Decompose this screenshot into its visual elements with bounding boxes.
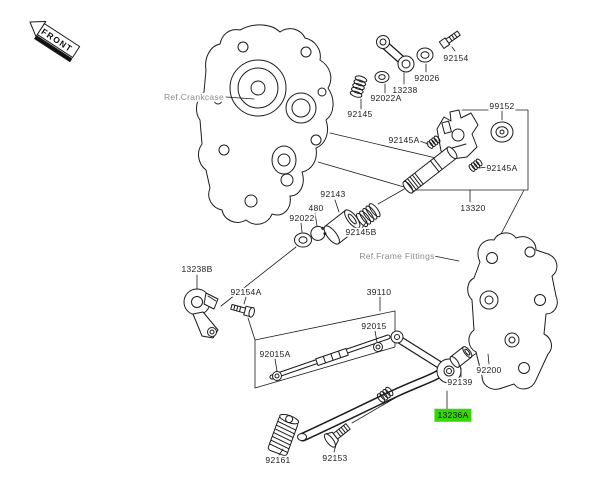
part-label-92022: 92022: [288, 212, 316, 223]
part-label-92145a: 92145A: [485, 162, 519, 173]
part-label-92154: 92154: [442, 52, 470, 63]
part-label-92161: 92161: [264, 454, 292, 465]
part-label-13236a: 13236A: [434, 408, 472, 422]
part-label-92143: 92143: [319, 188, 347, 199]
washer-92022a-drawing: [374, 71, 390, 83]
bolt-92153-drawing: [323, 423, 351, 448]
spacer-92026-drawing: [416, 47, 434, 63]
part-label-92139: 92139: [446, 376, 474, 387]
part-label-92015: 92015: [360, 320, 388, 331]
position-arm-13238-drawing: [376, 35, 415, 73]
part-label-39110: 39110: [365, 286, 393, 297]
ref-label-crankcase: Ref.Crankcase: [162, 91, 226, 102]
part-label-92022a: 92022A: [369, 92, 403, 103]
part-label-92153: 92153: [321, 452, 349, 463]
part-label-92145a: 92145A: [387, 134, 421, 145]
part-label-13238: 13238: [391, 84, 419, 95]
part-label-92145b: 92145B: [344, 226, 378, 237]
part-label-92145: 92145: [346, 108, 374, 119]
shift-mechanism-13320-drawing: [402, 109, 529, 194]
part-label-13238b: 13238B: [180, 263, 214, 274]
part-label-92200: 92200: [475, 364, 503, 375]
frame-bracket-drawing: [467, 232, 558, 390]
spring-92145b-drawing: [356, 203, 381, 228]
circlip-480-drawing: [310, 225, 327, 241]
shift-arm-13238b-drawing: [183, 288, 219, 339]
spring-92145-drawing: [349, 75, 368, 98]
part-label-480: 480: [307, 202, 325, 213]
bolt-92154a-drawing: [230, 303, 255, 318]
front-arrow-icon: FRONT: [29, 21, 81, 63]
washer-92022-drawing: [294, 232, 312, 248]
part-label-13320: 13320: [459, 202, 487, 213]
collar-99152-drawing: [490, 121, 514, 143]
part-label-92015a: 92015A: [258, 348, 292, 359]
ref-label-frame-fittings: Ref.Frame Fittings: [358, 250, 436, 261]
bolt-92154-drawing: [438, 30, 461, 49]
part-label-92154a: 92154A: [229, 286, 263, 297]
crankcase-drawing: [196, 24, 334, 225]
tie-rod-39110-drawing: [254, 310, 396, 389]
bushing-92139-drawing: [449, 346, 473, 368]
part-label-99152: 99152: [488, 100, 516, 111]
part-label-92026: 92026: [413, 72, 441, 83]
pedal-rubber-92161-drawing: [267, 413, 300, 456]
